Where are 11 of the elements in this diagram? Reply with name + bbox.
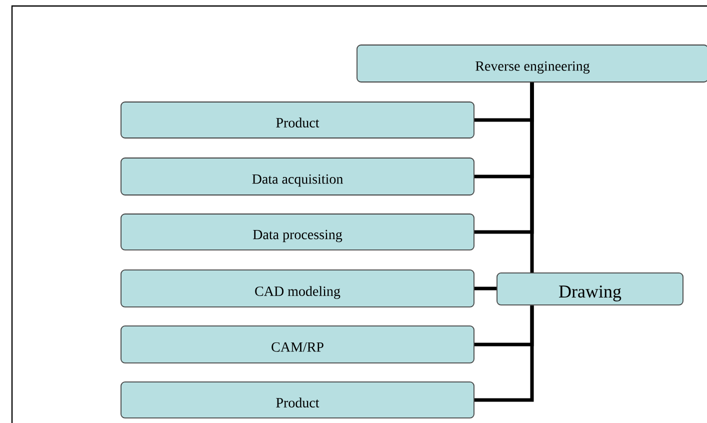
connector-line bbox=[474, 305, 534, 402]
process-box: Data acquisition bbox=[120, 158, 474, 196]
process-box: Reverse engineering bbox=[356, 44, 707, 82]
process-box: CAM/RP bbox=[120, 326, 474, 364]
process-box: Product bbox=[120, 382, 474, 418]
process-box: Data processing bbox=[120, 214, 474, 250]
connector-line bbox=[474, 286, 497, 290]
process-box: Drawing bbox=[496, 272, 684, 306]
connector-line bbox=[530, 82, 534, 273]
process-box: CAD modeling bbox=[120, 270, 474, 308]
process-box: Product bbox=[120, 102, 474, 138]
